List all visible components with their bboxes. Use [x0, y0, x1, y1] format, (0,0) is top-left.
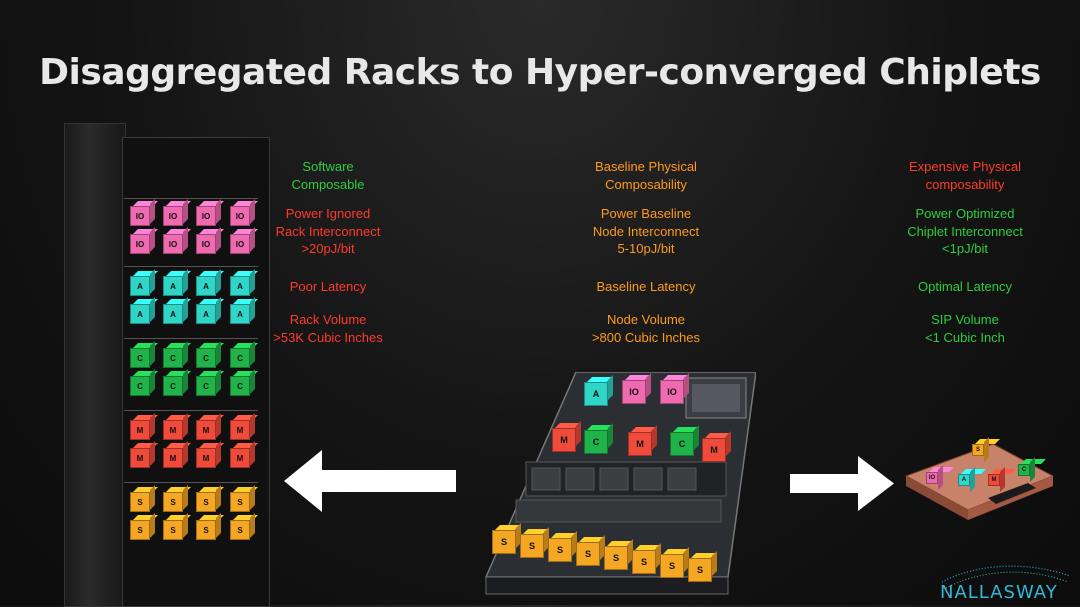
compute-cube: C	[584, 430, 608, 454]
memory-cube: M	[230, 448, 250, 468]
memory-cube: M	[552, 428, 576, 452]
accelerator-cube: A	[196, 304, 216, 324]
node-volume: Node Volume >800 Cubic Inches	[591, 312, 701, 345]
nallasway-logo: NALLASWAY	[940, 582, 1058, 603]
storage-cube: S	[492, 530, 516, 554]
node-composability: Baseline Physical Composability	[595, 159, 697, 192]
rack-volume: Rack Volume >53K Cubic Inches	[273, 312, 383, 345]
node-power: Power Baseline Node Interconnect 5-10pJ/…	[592, 206, 700, 256]
arrow-right-icon	[790, 456, 894, 511]
compute-cube: C	[130, 348, 150, 368]
io-cube: IO	[163, 234, 183, 254]
memory-cube: M	[702, 438, 726, 462]
accelerator-cube: A	[230, 304, 250, 324]
rack-shelf	[124, 410, 258, 411]
accelerator-cube: A	[130, 304, 150, 324]
accelerator-cube: A	[163, 276, 183, 296]
storage-cube: S	[632, 550, 656, 574]
compute-cube: C	[1018, 464, 1030, 476]
accelerator-cube: A	[196, 276, 216, 296]
chiplet-package-image	[904, 443, 1055, 520]
compute-cube: C	[230, 348, 250, 368]
chiplet-composability: Expensive Physical composability	[909, 159, 1021, 192]
rack-shelf	[124, 482, 258, 483]
storage-cube: S	[548, 538, 572, 562]
io-cube: IO	[660, 380, 684, 404]
io-cube: IO	[926, 472, 938, 484]
accelerator-cube: A	[130, 276, 150, 296]
storage-cube: S	[660, 554, 684, 578]
storage-cube: S	[163, 492, 183, 512]
io-cube: IO	[230, 206, 250, 226]
rack-composability: Software Composable	[291, 159, 365, 192]
memory-cube: M	[196, 420, 216, 440]
memory-cube: M	[163, 448, 183, 468]
accelerator-cube: A	[230, 276, 250, 296]
memory-cube: M	[163, 420, 183, 440]
rack-latency: Poor Latency	[289, 279, 367, 294]
memory-cube: M	[130, 448, 150, 468]
storage-cube: S	[972, 444, 984, 456]
storage-cube: S	[130, 520, 150, 540]
io-cube: IO	[622, 380, 646, 404]
compute-cube: C	[130, 376, 150, 396]
memory-cube: M	[230, 420, 250, 440]
accelerator-cube: A	[584, 382, 608, 406]
io-cube: IO	[196, 234, 216, 254]
memory-cube: M	[988, 474, 1000, 486]
io-cube: IO	[130, 206, 150, 226]
storage-cube: S	[196, 492, 216, 512]
chiplet-volume: SIP Volume <1 Cubic Inch	[925, 312, 1005, 345]
io-cube: IO	[130, 234, 150, 254]
chiplet-power: Power Optimized Chiplet Interconnect <1p…	[907, 206, 1023, 256]
rack-power: Power Ignored Rack Interconnect >20pJ/bi…	[275, 206, 381, 256]
arrow-left-icon	[284, 450, 456, 512]
storage-cube: S	[230, 492, 250, 512]
storage-cube: S	[163, 520, 183, 540]
compute-cube: C	[230, 376, 250, 396]
io-cube: IO	[230, 234, 250, 254]
rack-shelf	[124, 198, 258, 199]
node-latency: Baseline Latency	[596, 279, 696, 294]
accelerator-cube: A	[958, 474, 970, 486]
accelerator-cube: A	[163, 304, 183, 324]
compute-cube: C	[163, 348, 183, 368]
storage-cube: S	[604, 546, 628, 570]
rack-shelf	[124, 266, 258, 267]
rack-shelf	[124, 338, 258, 339]
compute-cube: C	[196, 348, 216, 368]
compute-cube: C	[163, 376, 183, 396]
io-cube: IO	[163, 206, 183, 226]
rack-door	[64, 123, 126, 607]
slide-title: Disaggregated Racks to Hyper-converged C…	[39, 52, 1041, 93]
chiplet-latency: Optimal Latency	[918, 279, 1012, 294]
memory-cube: M	[130, 420, 150, 440]
storage-cube: S	[196, 520, 216, 540]
io-cube: IO	[196, 206, 216, 226]
storage-cube: S	[230, 520, 250, 540]
compute-cube: C	[196, 376, 216, 396]
memory-cube: M	[196, 448, 216, 468]
storage-cube: S	[688, 558, 712, 582]
compute-cube: C	[670, 432, 694, 456]
memory-cube: M	[628, 432, 652, 456]
nallasway-logo-waves-icon	[941, 565, 1071, 589]
server-node-image	[484, 372, 756, 595]
storage-cube: S	[520, 534, 544, 558]
storage-cube: S	[130, 492, 150, 512]
storage-cube: S	[576, 542, 600, 566]
